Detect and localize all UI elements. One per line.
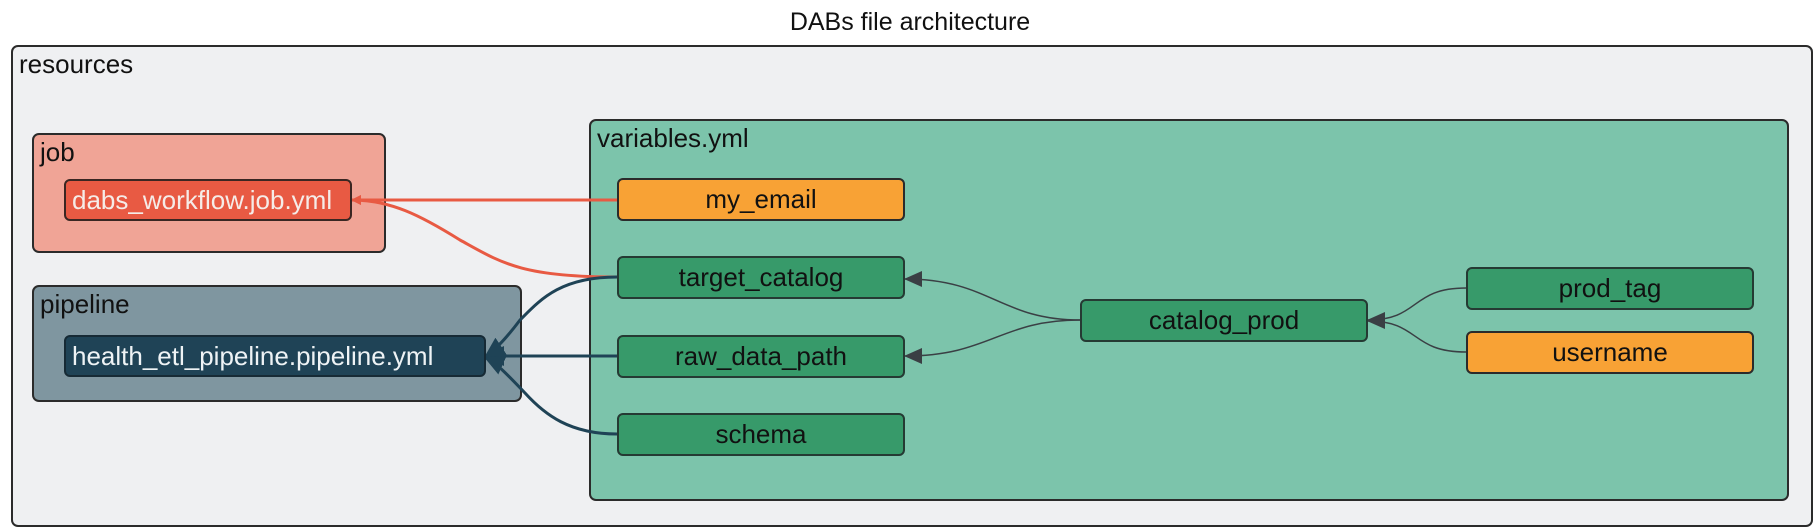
node-my-email[interactable]: my_email — [617, 178, 905, 221]
node-dabs-workflow-job[interactable]: dabs_workflow.job.yml — [64, 179, 352, 221]
node-my-email-label: my_email — [705, 184, 817, 214]
node-prod-tag-label: prod_tag — [1558, 273, 1662, 303]
node-prod-tag[interactable]: prod_tag — [1466, 267, 1754, 310]
node-catalog-prod[interactable]: catalog_prod — [1080, 299, 1368, 342]
pipeline-label: pipeline — [40, 289, 130, 319]
node-schema[interactable]: schema — [617, 413, 905, 456]
node-username[interactable]: username — [1466, 331, 1754, 374]
node-target-catalog[interactable]: target_catalog — [617, 256, 905, 299]
node-health-etl-pipeline-label: health_etl_pipeline.pipeline.yml — [72, 340, 434, 371]
variables-label: variables.yml — [597, 123, 749, 153]
diagram-title: DABs file architecture — [789, 8, 1031, 36]
resources-label: resources — [19, 49, 134, 79]
node-target-catalog-label: target_catalog — [678, 262, 844, 292]
node-dabs-workflow-job-label: dabs_workflow.job.yml — [72, 184, 333, 215]
node-health-etl-pipeline[interactable]: health_etl_pipeline.pipeline.yml — [64, 335, 486, 377]
node-schema-label: schema — [715, 419, 807, 449]
node-raw-data-path[interactable]: raw_data_path — [617, 335, 905, 378]
job-label: job — [40, 137, 75, 167]
node-catalog-prod-label: catalog_prod — [1148, 305, 1300, 335]
node-raw-data-path-label: raw_data_path — [674, 341, 848, 371]
node-username-label: username — [1552, 337, 1668, 367]
